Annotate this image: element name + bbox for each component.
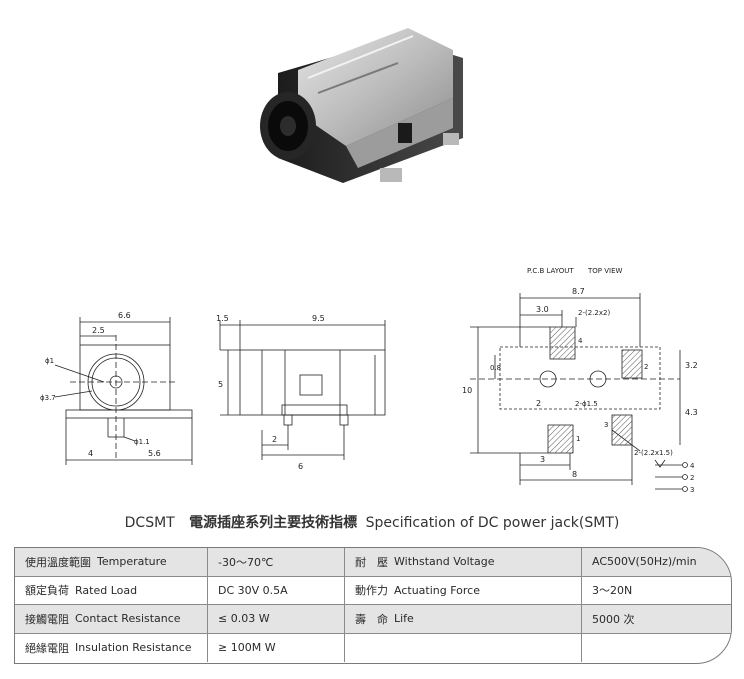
label-cell: 使用溫度範圍 Temperature (15, 548, 208, 576)
value-cell: 3～20N (592, 584, 633, 598)
dim-43: 4.3 (685, 408, 698, 417)
dim-pcb-offset: 3.0 (536, 305, 549, 314)
value-cell: ≥ 100M W (208, 633, 345, 662)
dim-08: 0.8 (490, 364, 501, 372)
label-cell: 壽 命 Life (345, 605, 582, 633)
pcb-title: P.C.B LAYOUT (527, 267, 574, 275)
value-cell: 5000 次 (592, 612, 635, 626)
product-photo (248, 18, 498, 198)
label-cn: 使用溫度範圍 (25, 555, 91, 569)
pcb-subtitle: TOP VIEW (587, 267, 623, 275)
pad-label-3: 3 (604, 421, 608, 429)
spec-title-en: Specification of DC power jack(SMT) (365, 515, 620, 531)
dimension-drawing: 6.6 2.5 ϕ1 ϕ3.7 ϕ1.1 4 5.6 1.5 9.5 5 2 6… (40, 267, 698, 494)
schem-pin-3: 3 (690, 486, 694, 494)
technical-drawing: 6.6 2.5 ϕ1 ϕ3.7 ϕ1.1 4 5.6 1.5 9.5 5 2 6… (0, 255, 744, 500)
table-row: 絕緣電阻 Insulation Resistance ≥ 100M W (15, 633, 731, 663)
spec-title-model: DCSMT (124, 515, 175, 531)
dim-pcb-bottom: 8 (572, 470, 577, 479)
value-cell (582, 634, 731, 663)
spec-table: 使用溫度範圍 Temperature -30～70℃ 耐 壓 Withstand V… (14, 547, 732, 664)
dim-d2: 2 (536, 399, 541, 408)
label-en: Life (394, 612, 414, 626)
label-cell (345, 633, 582, 662)
label-cell: 耐 壓 Withstand Voltage (345, 548, 582, 576)
table-row: 使用溫度範圍 Temperature -30～70℃ 耐 壓 Withstand V… (15, 548, 731, 577)
dim-pad-top: 2-(2.2x2) (578, 309, 610, 317)
label-cn: 耐 壓 (355, 555, 388, 569)
schem-pin-4: 4 (690, 462, 695, 470)
label-cell: 接觸電阻 Contact Resistance (15, 605, 208, 633)
dim-holes: 2-ϕ1.5 (575, 400, 598, 408)
label-cell: 額定負荷 Rated Load (15, 576, 208, 604)
dim-pcb-height: 10 (462, 386, 472, 395)
dim-width-total: 6.6 (118, 311, 131, 320)
dim-length: 9.5 (312, 314, 325, 323)
dim-phi1: ϕ1 (45, 357, 54, 365)
label-cn: 壽 命 (355, 612, 388, 626)
dim-pin-a: 2 (272, 435, 277, 444)
label-en: Temperature (97, 555, 167, 569)
dc-power-jack-photo-icon (260, 28, 463, 183)
dim-pin-b: 6 (298, 462, 303, 471)
label-cell: 動作力 Actuating Force (345, 576, 582, 604)
label-en: Insulation Resistance (75, 641, 192, 655)
dim-pcb-width: 8.7 (572, 287, 585, 296)
dim-height: 5 (218, 380, 223, 389)
label-cell: 絕緣電阻 Insulation Resistance (15, 633, 208, 662)
value-cell: -30～70℃ (208, 548, 345, 576)
table-row: 額定負荷 Rated Load DC 30V 0.5A 動作力 Actuating … (15, 576, 731, 605)
label-en: Rated Load (75, 583, 138, 597)
pad-label-4: 4 (578, 337, 583, 345)
dim-phi11: ϕ1.1 (134, 438, 150, 446)
label-en: Contact Resistance (75, 612, 181, 626)
label-cn: 額定負荷 (25, 584, 69, 598)
spec-title: DCSMT 電源插座系列主要技術指標 Specification of DC p… (0, 512, 744, 532)
label-cn: 絕緣電阻 (25, 641, 69, 655)
label-cn: 接觸電阻 (25, 612, 69, 626)
label-en: Withstand Voltage (394, 555, 495, 569)
dim-32: 3.2 (685, 361, 698, 370)
value-cell: ≤ 0.03 W (208, 605, 345, 633)
dim-pad-bottom: 2-(2.2x1.5) (634, 449, 673, 457)
label-cn: 動作力 (355, 584, 388, 598)
pad-label-2: 2 (644, 363, 648, 371)
pad-label-1: 1 (576, 435, 580, 443)
value-cell: DC 30V 0.5A (208, 576, 345, 604)
dim-d3: 3 (540, 455, 545, 464)
schem-pin-2: 2 (690, 474, 694, 482)
dim-to-center: 2.5 (92, 326, 105, 335)
value-cell: AC500V(50Hz)/min (592, 555, 697, 569)
dim-front: 1.5 (216, 314, 229, 323)
spec-title-cn: 電源插座系列主要技術指標 (189, 515, 358, 531)
dim-base-left: 4 (88, 449, 93, 458)
label-en: Actuating Force (394, 583, 480, 597)
dim-phi37: ϕ3.7 (40, 394, 56, 402)
dim-base-right: 5.6 (148, 449, 161, 458)
